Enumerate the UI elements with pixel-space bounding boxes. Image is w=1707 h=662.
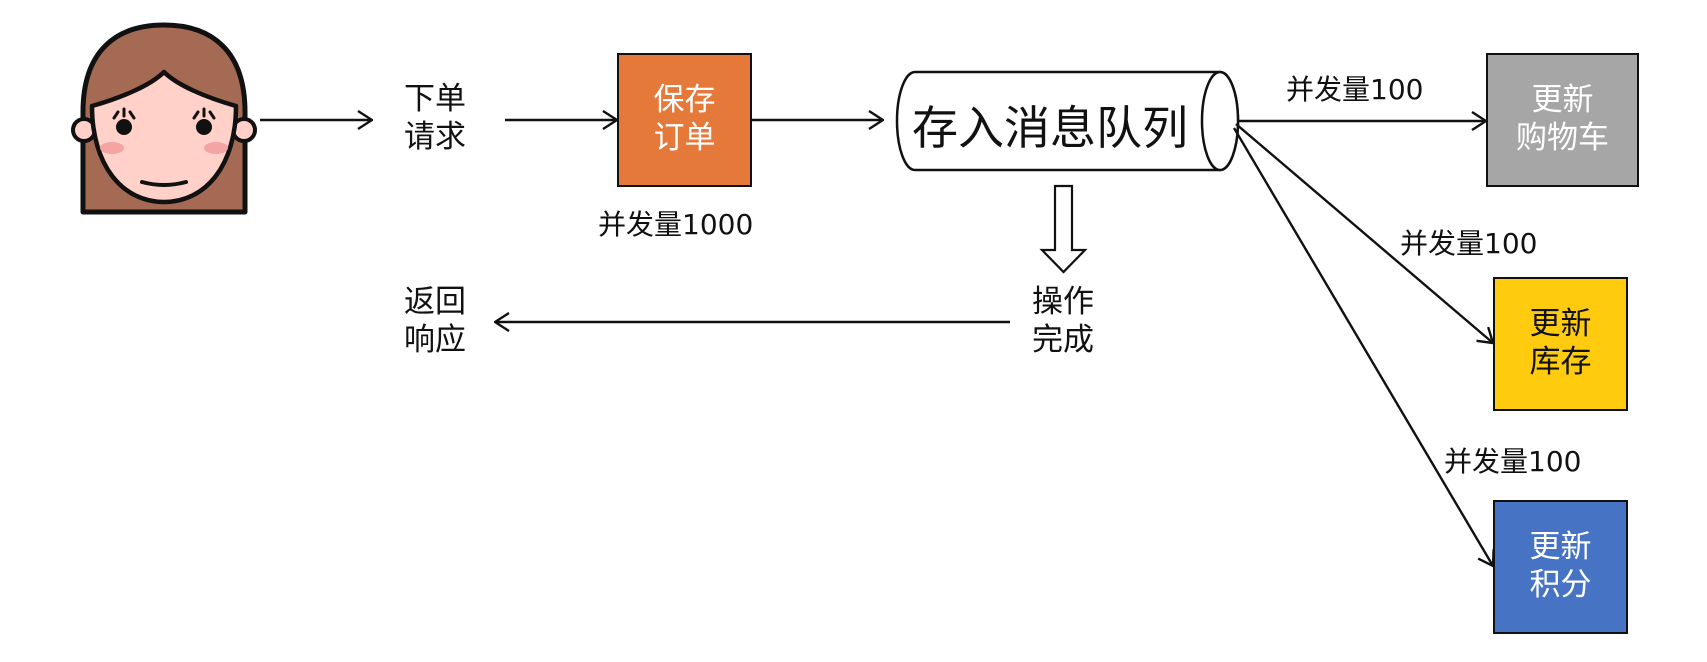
cart-concurrency-label: 并发量100: [1286, 73, 1424, 106]
inventory-concurrency-label: 并发量100: [1400, 227, 1538, 260]
update-points-box: 更新 积分: [1493, 500, 1628, 634]
arrow-queue-to-inventory: [1235, 123, 1493, 343]
message-queue-label: 存入消息队列: [912, 101, 1188, 155]
message-queue-cylinder: [895, 70, 1240, 172]
operation-done-label: 操作 完成: [1032, 284, 1094, 358]
save-order-box: 保存 订单: [617, 53, 752, 187]
girl-face-icon: [71, 22, 257, 215]
arrow-queue-to-points: [1232, 127, 1493, 566]
update-inventory-box: 更新 库存: [1493, 277, 1628, 411]
place-order-request-label: 下单 请求: [404, 81, 466, 155]
order-concurrency-label: 并发量1000: [598, 208, 754, 241]
hollow-arrow-down: [1039, 184, 1088, 274]
return-response-label: 返回 响应: [404, 284, 466, 358]
update-cart-box: 更新 购物车: [1486, 53, 1639, 187]
points-concurrency-label: 并发量100: [1444, 445, 1582, 478]
